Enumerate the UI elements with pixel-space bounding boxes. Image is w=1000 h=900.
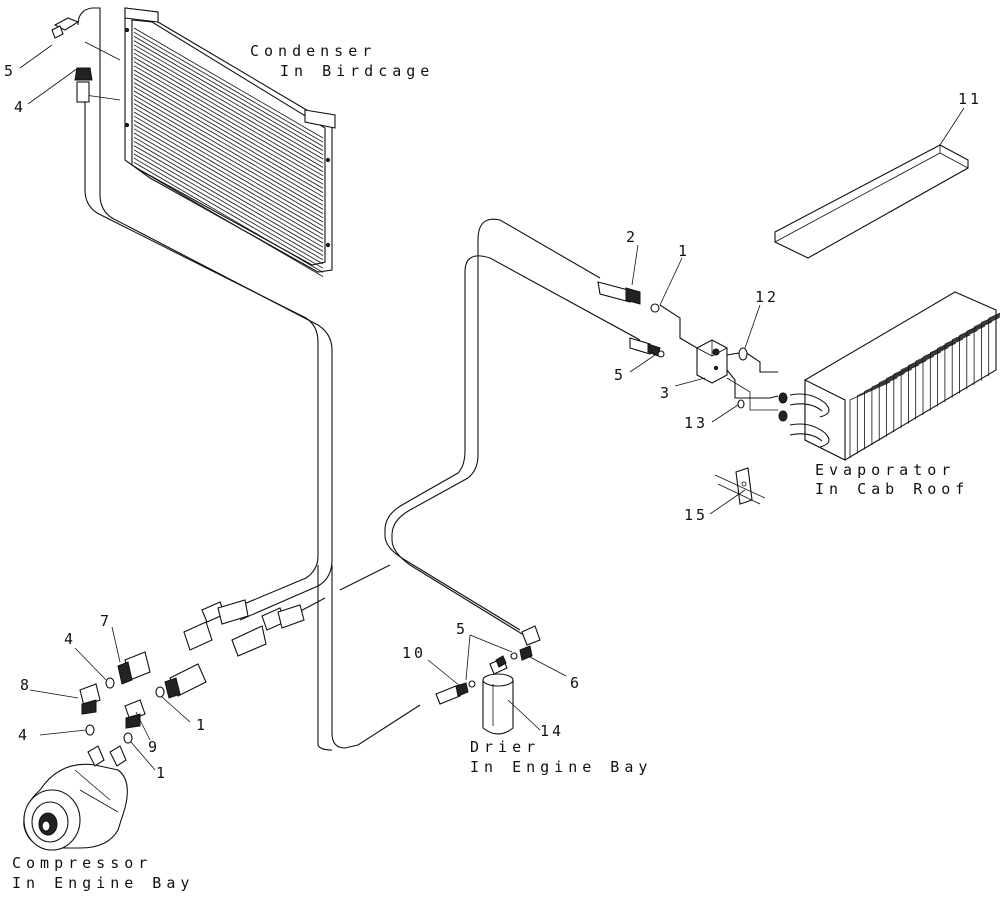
condenser-fin	[133, 52, 324, 164]
condenser-fin	[133, 36, 324, 147]
condenser-fin	[133, 73, 324, 185]
compressor-location-label: In Engine Bay	[12, 874, 194, 892]
condenser-fin	[133, 65, 324, 177]
condenser-fin	[133, 31, 324, 143]
evaporator-fin-top	[864, 373, 905, 392]
evaporator-fin-top	[857, 377, 898, 397]
condenser-fin	[133, 69, 324, 181]
condenser-fin	[133, 90, 324, 202]
condenser-fin	[133, 107, 324, 219]
condenser-fin	[133, 120, 324, 231]
fittings	[51, 17, 748, 744]
callout-5-top: 5	[4, 62, 16, 80]
callout-13: 13	[684, 414, 708, 432]
compressor	[23, 745, 128, 851]
evaporator-fin-top	[981, 313, 1000, 323]
evaporator-fin-top	[988, 312, 1000, 319]
evaporator-fin-top	[871, 368, 913, 388]
condenser-fin	[133, 157, 324, 269]
callout-9: 9	[148, 738, 160, 756]
bracket	[714, 467, 766, 505]
evaporator-cover	[774, 144, 969, 259]
evaporator-fin-top	[930, 334, 971, 354]
condenser-fin	[133, 166, 324, 277]
location-labels: Condenser In Birdcage Evaporator In Cab …	[12, 42, 969, 892]
callout-4-low: 4	[18, 726, 30, 744]
callout-6: 6	[570, 674, 582, 692]
condenser-fin	[133, 136, 324, 248]
drier-label: Drier	[470, 738, 540, 756]
evaporator-fin-top	[886, 360, 927, 379]
compressor-label: Compressor	[12, 854, 152, 872]
drier	[482, 655, 514, 735]
evaporator-label: Evaporator	[815, 461, 955, 479]
condenser-fin	[133, 128, 324, 240]
condenser-fin	[133, 61, 324, 172]
condenser	[124, 7, 336, 277]
condenser-location-label: In Birdcage	[280, 62, 434, 80]
callout-15: 15	[684, 506, 708, 524]
evaporator-fin-top	[922, 338, 964, 358]
evaporator-fin-top	[849, 381, 891, 401]
evaporator-fin-top	[915, 342, 956, 362]
condenser-fin	[133, 111, 324, 223]
evaporator-fin-top	[966, 315, 1000, 332]
callout-numbers: 5 4 11 2 1 12 5 3 13 15 7 4 8 1 4 9 1 5 …	[4, 62, 982, 782]
condenser-fin	[133, 40, 324, 151]
condenser-fin	[133, 94, 324, 206]
evaporator-fin-top	[900, 351, 942, 371]
condenser-fin	[133, 132, 324, 244]
expansion-valve	[696, 339, 728, 384]
callout-1-low: 1	[156, 764, 168, 782]
callout-5-drier: 5	[456, 620, 468, 638]
condenser-label: Condenser	[250, 42, 376, 60]
callout-1-upper: 1	[678, 242, 690, 260]
callout-10: 10	[402, 644, 426, 662]
condenser-fin	[133, 141, 324, 252]
evaporator-fin-top	[952, 321, 993, 341]
callout-4-top: 4	[14, 98, 26, 116]
condenser-fin	[133, 149, 324, 261]
condenser-fin	[133, 82, 324, 193]
leader-lines	[19, 44, 965, 771]
callout-8: 8	[20, 676, 32, 694]
callout-4-mid: 4	[64, 630, 76, 648]
condenser-fin	[133, 145, 324, 256]
drier-location-label: In Engine Bay	[470, 758, 652, 776]
evaporator-fin-top	[908, 347, 949, 366]
evaporator-fin-top	[944, 325, 986, 345]
condenser-fin	[133, 48, 324, 160]
callout-14: 14	[540, 722, 564, 740]
callout-1-mid: 1	[196, 716, 208, 734]
hoses	[77, 7, 779, 751]
evaporator-location-label: In Cab Roof	[815, 480, 969, 498]
condenser-fin	[133, 115, 324, 227]
evaporator	[778, 291, 1000, 461]
condenser-fin	[133, 99, 324, 210]
callout-5-evap: 5	[614, 366, 626, 384]
condenser-fin	[133, 103, 324, 214]
callout-2: 2	[626, 228, 638, 246]
condenser-fin	[133, 57, 324, 168]
callout-7: 7	[100, 612, 112, 630]
condenser-fin	[133, 86, 324, 198]
evaporator-fin-top	[937, 330, 978, 349]
condenser-fin	[133, 27, 324, 139]
condenser-fin	[133, 153, 324, 265]
condenser-fin	[133, 162, 324, 273]
evaporator-fin-top	[973, 314, 1000, 328]
condenser-fin	[133, 44, 324, 156]
callout-3: 3	[660, 384, 672, 402]
evaporator-fin-top	[879, 364, 920, 384]
condenser-fin	[133, 78, 324, 189]
evaporator-fin-top	[959, 317, 1000, 336]
condenser-fin	[133, 124, 324, 235]
callout-12: 12	[755, 288, 779, 306]
evaporator-fin-top	[893, 355, 934, 375]
callout-11: 11	[958, 90, 982, 108]
